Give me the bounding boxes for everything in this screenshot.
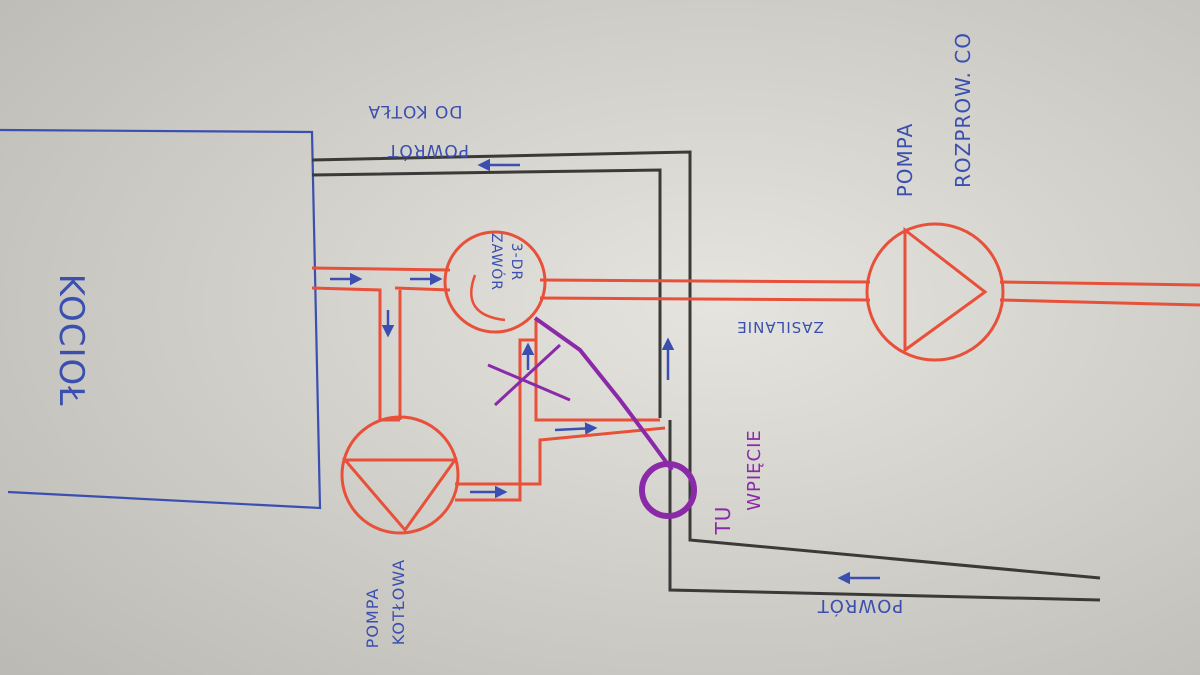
svg-text:ROZPROW. CO: ROZPROW. CO	[951, 32, 975, 188]
distribution-pump	[865, 222, 1005, 362]
boiler: KOCIOŁ	[0, 128, 322, 510]
three-way-valve: ZAWÓR 3-DR	[443, 230, 547, 334]
svg-text:WPIĘCIE: WPIĘCIE	[744, 429, 765, 511]
supply-label: ZASILANIE	[736, 318, 824, 336]
connection-point-label: TU WPIĘCIE	[711, 429, 765, 535]
connection-point-marker	[639, 461, 697, 519]
flow-arrows	[330, 272, 880, 585]
boiler-pump-label: POMPA KOTŁOWA	[363, 559, 408, 649]
return-to-boiler-pipe	[311, 150, 1101, 602]
svg-text:POMPA: POMPA	[893, 123, 917, 198]
boiler-pump	[340, 415, 460, 535]
crossed-out-connection	[487, 316, 674, 472]
valve-label-line2: 3-DR	[508, 243, 524, 281]
boiler-label: KOCIOŁ	[51, 274, 91, 407]
svg-text:POWRÓT: POWRÓT	[387, 140, 469, 162]
supply-pipes	[311, 266, 1200, 502]
return-label: POWRÓT	[817, 595, 904, 617]
svg-text:TU: TU	[711, 506, 735, 536]
valve-label-line1: ZAWÓR	[488, 233, 506, 291]
return-to-boiler-label: POWRÓT DO KOTŁA	[367, 101, 469, 162]
svg-text:DO KOTŁA: DO KOTŁA	[367, 101, 462, 121]
svg-text:POMPA: POMPA	[363, 588, 382, 649]
distribution-pump-label: POMPA ROZPROW. CO	[893, 32, 975, 197]
svg-text:KOTŁOWA: KOTŁOWA	[389, 559, 408, 645]
